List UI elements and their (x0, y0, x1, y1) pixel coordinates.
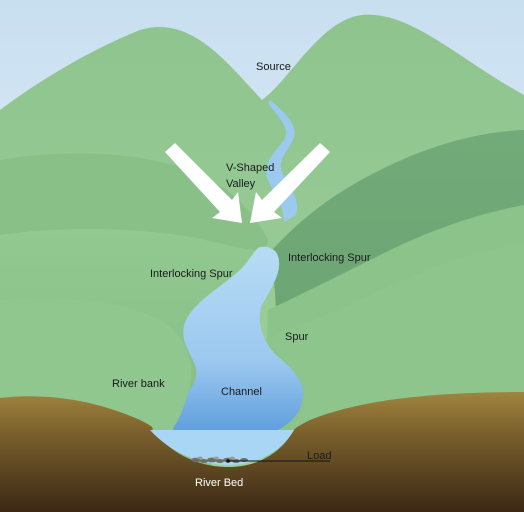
river-channel (172, 246, 304, 438)
label-load: Load (307, 450, 332, 462)
load-pointer-dot (226, 459, 230, 463)
label-river-bed: River Bed (195, 477, 244, 489)
label-interlocking-spur-right: Interlocking Spur (288, 252, 371, 264)
label-river-bank: River bank (112, 378, 165, 390)
load-stones-light (197, 456, 235, 460)
channel-water-section (150, 430, 294, 466)
arrow-right-icon (250, 143, 330, 223)
label-v-shaped-line2: Valley (226, 178, 256, 190)
label-spur: Spur (285, 331, 309, 343)
v-arrows (165, 143, 330, 223)
river-bank-earth (0, 392, 524, 512)
label-channel: Channel (221, 386, 262, 398)
label-v-shaped-line1: V-Shaped (226, 162, 275, 174)
arrow-left-icon (165, 143, 242, 223)
label-interlocking-spur-left: Interlocking Spur (150, 268, 233, 280)
label-source: Source (256, 61, 291, 73)
spur-bottom-right (265, 245, 524, 425)
